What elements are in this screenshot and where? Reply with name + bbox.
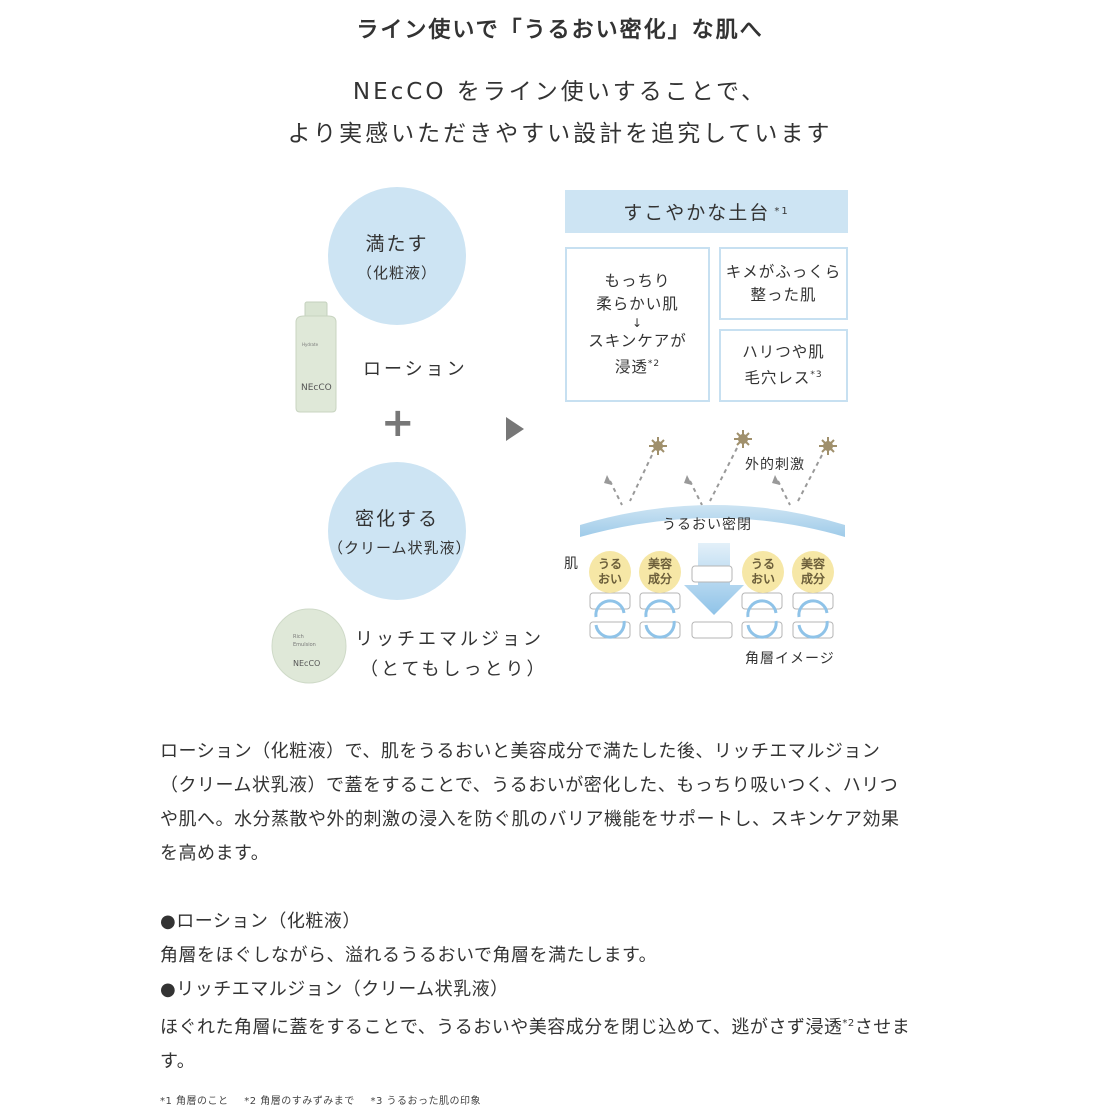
subtitle-line-2: より実感いただきやすい設計を追究しています	[287, 121, 833, 147]
footnote-2: *2 角層のすみずみまで	[244, 1096, 355, 1107]
footnote-1: *1 角層のこと	[160, 1096, 229, 1107]
benefit-box-plump: もっちり 柔らかい肌 ↓ スキンケアが 浸透*2	[565, 247, 710, 402]
emulsion-item-text: ほぐれた角層に蓋をすることで、うるおいや美容成分を閉じ込めて、逃がさず浸透*2さ…	[160, 1007, 960, 1045]
fill-step-subtitle: （化粧液）	[356, 264, 437, 282]
emulsion-jar-image: Rich Emulsion NEcCO	[271, 608, 347, 684]
dot-moist-2: うる おい	[746, 557, 780, 587]
benefit-box-firm-note: *3	[810, 369, 823, 380]
benefit-box-firm: ハリつや肌 毛穴レス*3	[719, 329, 848, 402]
footnotes: *1 角層のこと *2 角層のすみずみまで *3 うるおった肌の印象	[160, 1092, 493, 1107]
dot-moist-1-l2: おい	[597, 572, 622, 586]
benefit-box-firm-line2-wrap: 毛穴レス*3	[744, 364, 822, 390]
jar-brand: NEcCO	[293, 659, 320, 668]
foundation-banner-note: *1	[774, 206, 790, 217]
moisture-seal-label: うるおい密閉	[662, 517, 752, 533]
benefit-box-texture-line1: キメがふっくら	[725, 262, 842, 281]
lotion-bottle-image: Hydrate NEcCO	[295, 301, 337, 413]
lotion-label: ローション	[363, 359, 468, 380]
emulsion-item-title: ●リッチエマルジョン（クリーム状乳液）	[160, 979, 509, 1000]
dot-beauty-1-l1: 美容	[647, 557, 672, 571]
dot-beauty-1-l2: 成分	[647, 572, 672, 586]
moisture-ingredient-dots	[589, 551, 834, 593]
seal-step-circle: 密化する （クリーム状乳液）	[328, 462, 472, 600]
benefit-box-plump-line3: スキンケアが	[588, 331, 687, 350]
skin-barrier-diagram	[580, 430, 845, 639]
footnote-3: *3 うるおった肌の印象	[370, 1096, 482, 1107]
emulsion-item-text-c: す。	[160, 1051, 196, 1072]
desc-line-3: や肌へ。水分蒸散や外的刺激の浸入を防ぐ肌のバリア機能をサポートし、スキンケア効果	[160, 809, 900, 830]
emulsion-item-text-a: ほぐれた角層に蓋をすることで、うるおいや美容成分を閉じ込めて、逃がさず浸透	[160, 1017, 843, 1038]
dot-moist-1: うる おい	[593, 557, 627, 587]
benefit-box-plump-line4: 浸透	[614, 358, 648, 377]
emulsion-label-2: （とてもしっとり）	[360, 659, 548, 680]
desc-line-1: ローション（化粧液）で、肌をうるおいと美容成分で満たした後、リッチエマルジョン	[160, 741, 881, 762]
emulsion-item-note: *2	[842, 1018, 855, 1029]
skin-label: 肌	[564, 556, 579, 572]
benefit-box-firm-line2: 毛穴レス	[744, 369, 811, 388]
description-text: ローション（化粧液）で、肌をうるおいと美容成分で満たした後、リッチエマルジョン …	[160, 735, 960, 1079]
benefit-box-texture: キメがふっくら 整った肌	[719, 247, 848, 320]
dot-beauty-2: 美容 成分	[796, 557, 830, 587]
desc-line-2: （クリーム状乳液）で蓋をすることで、うるおいが密化した、もっちり吸いつく、ハリつ	[160, 775, 899, 796]
lotion-item-text: 角層をほぐしながら、溢れるうるおいで角層を満たします。	[160, 945, 658, 966]
dot-beauty-2-l1: 美容	[800, 557, 825, 571]
foundation-banner-text: すこやかな土台	[623, 202, 771, 224]
lotion-item-title: ●ローション（化粧液）	[160, 911, 361, 932]
benefit-box-texture-line2: 整った肌	[750, 285, 817, 304]
dot-moist-2-l1: うる	[750, 557, 775, 571]
external-stimulus-icons	[649, 430, 837, 455]
benefit-box-plump-line1: もっちり	[604, 271, 671, 290]
jar-text-2: Emulsion	[293, 642, 316, 648]
fill-step-circle: 満たす （化粧液）	[328, 187, 466, 325]
seal-step-subtitle: （クリーム状乳液）	[328, 539, 472, 557]
subtitle-line-1: NEcCO をライン使いすることで、	[352, 79, 768, 105]
benefit-box-plump-line2: 柔らかい肌	[596, 294, 679, 313]
play-arrow-icon	[506, 417, 524, 441]
dot-moist-1-l1: うる	[597, 557, 622, 571]
seal-step-title: 密化する	[354, 508, 439, 530]
foundation-banner: すこやかな土台*1	[565, 190, 848, 233]
stratum-corneum-label: 角層イメージ	[745, 651, 835, 667]
plus-icon: +	[381, 400, 415, 446]
lotion-bottle-brand: NEcCO	[301, 383, 332, 393]
down-arrow-icon: ↓	[631, 315, 644, 330]
benefit-box-firm-line1: ハリつや肌	[742, 342, 825, 361]
benefit-box-plump-note: *2	[647, 358, 661, 369]
page-headline: ライン使いで「うるおい密化」な肌へ	[356, 18, 764, 43]
lotion-bottle-small-text: Hydrate	[302, 342, 319, 347]
external-stimulus-label: 外的刺激	[745, 457, 805, 473]
emulsion-item-text-b: させま	[854, 1017, 911, 1038]
dot-beauty-2-l2: 成分	[800, 572, 825, 586]
dot-beauty-1: 美容 成分	[643, 557, 677, 587]
fill-step-title: 満たす	[365, 233, 429, 255]
dot-moist-2-l2: おい	[750, 572, 775, 586]
benefit-box-plump-line4-wrap: 浸透*2	[615, 353, 660, 379]
jar-text-1: Rich	[293, 634, 304, 640]
emulsion-label-1: リッチエマルジョン	[355, 629, 544, 650]
desc-line-4: を高めます。	[160, 843, 270, 864]
